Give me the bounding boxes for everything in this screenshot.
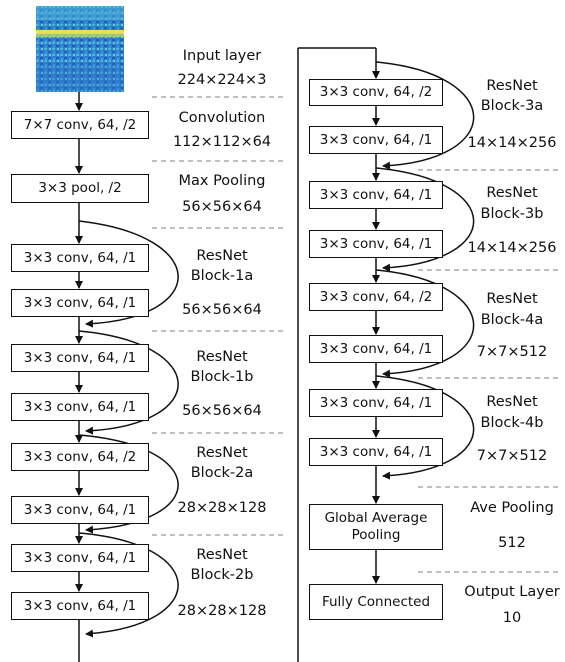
block2a-conv1: 3×3 conv, 64, /2 (11, 443, 149, 471)
block3b-dims: 14×14×256 (467, 240, 557, 256)
gap-label-line2: Pooling (351, 527, 401, 543)
block3b-title-2: Block-3b (480, 206, 544, 222)
gap-dims: 512 (498, 535, 526, 551)
conv1-title: Convolution (178, 110, 266, 126)
global-average-pooling-layer: Global Average Pooling (309, 504, 443, 550)
input-layer-title: Input layer (182, 48, 262, 64)
block1b-title-2: Block-1b (190, 369, 254, 385)
skip-connection (78, 330, 179, 435)
block4b-title-1: ResNet (486, 394, 538, 410)
block4b-conv2: 3×3 conv, 64, /1 (309, 438, 443, 466)
block2a-title-2: Block-2a (190, 465, 254, 481)
block3b-conv2: 3×3 conv, 64, /1 (309, 230, 443, 258)
block1a-title-2: Block-1a (190, 268, 254, 284)
block1a-conv1: 3×3 conv, 64, /1 (11, 244, 149, 272)
block4a-title-2: Block-4a (480, 312, 544, 328)
block1b-dims: 56×56×64 (182, 403, 262, 419)
skip-connection (78, 220, 179, 328)
output-layer-title: Output Layer (464, 584, 560, 600)
block2b-title-1: ResNet (196, 547, 248, 563)
block4b-conv1: 3×3 conv, 64, /1 (309, 389, 443, 417)
input-spectrogram-image (36, 6, 124, 92)
block3b-conv1: 3×3 conv, 64, /1 (309, 181, 443, 209)
gap-title: Ave Pooling (470, 500, 554, 516)
block2b-conv2: 3×3 conv, 64, /1 (11, 592, 149, 620)
maxpool-title: Max Pooling (178, 173, 266, 189)
block1a-dims: 56×56×64 (182, 302, 262, 318)
block1a-conv2: 3×3 conv, 64, /1 (11, 289, 149, 317)
block2b-dims: 28×28×128 (177, 603, 267, 619)
block1b-conv1: 3×3 conv, 64, /1 (11, 344, 149, 372)
skip-connection (375, 167, 475, 272)
block1b-title-1: ResNet (196, 349, 248, 365)
block4a-conv2: 3×3 conv, 64, /1 (309, 335, 443, 363)
output-layer-dims: 10 (502, 610, 522, 626)
block3a-conv2: 3×3 conv, 64, /1 (309, 126, 443, 154)
block3a-title-1: ResNet (486, 78, 538, 94)
block3a-dims: 14×14×256 (467, 135, 557, 151)
block2b-conv1: 3×3 conv, 64, /1 (11, 544, 149, 572)
block4a-dims: 7×7×512 (476, 344, 548, 360)
block1a-title-1: ResNet (196, 248, 248, 264)
maxpool-dims: 56×56×64 (182, 199, 262, 215)
block3a-title-2: Block-3a (480, 98, 544, 114)
block2a-dims: 28×28×128 (177, 500, 267, 516)
skip-connection (375, 375, 475, 480)
block4a-title-1: ResNet (486, 291, 538, 307)
input-layer-dims: 224×224×3 (177, 72, 267, 88)
skip-connection (78, 532, 179, 638)
maxpool-layer: 3×3 pool, /2 (11, 174, 149, 203)
block2b-title-2: Block-2b (190, 567, 254, 583)
skip-connection (375, 269, 475, 378)
skip-connection (375, 61, 475, 170)
block4a-conv1: 3×3 conv, 64, /2 (309, 283, 443, 311)
gap-label-line1: Global Average (324, 510, 428, 526)
block1b-conv2: 3×3 conv, 64, /1 (11, 393, 149, 421)
block2a-title-1: ResNet (196, 445, 248, 461)
conv1-layer: 7×7 conv, 64, /2 (11, 111, 149, 139)
block2a-conv2: 3×3 conv, 64, /1 (11, 496, 149, 524)
block3b-title-1: ResNet (486, 185, 538, 201)
block3a-conv1: 3×3 conv, 64, /2 (309, 79, 443, 106)
fully-connected-layer: Fully Connected (309, 584, 443, 620)
conv1-dims: 112×112×64 (172, 134, 272, 150)
block4b-title-2: Block-4b (480, 415, 544, 431)
block4b-dims: 7×7×512 (476, 448, 548, 464)
